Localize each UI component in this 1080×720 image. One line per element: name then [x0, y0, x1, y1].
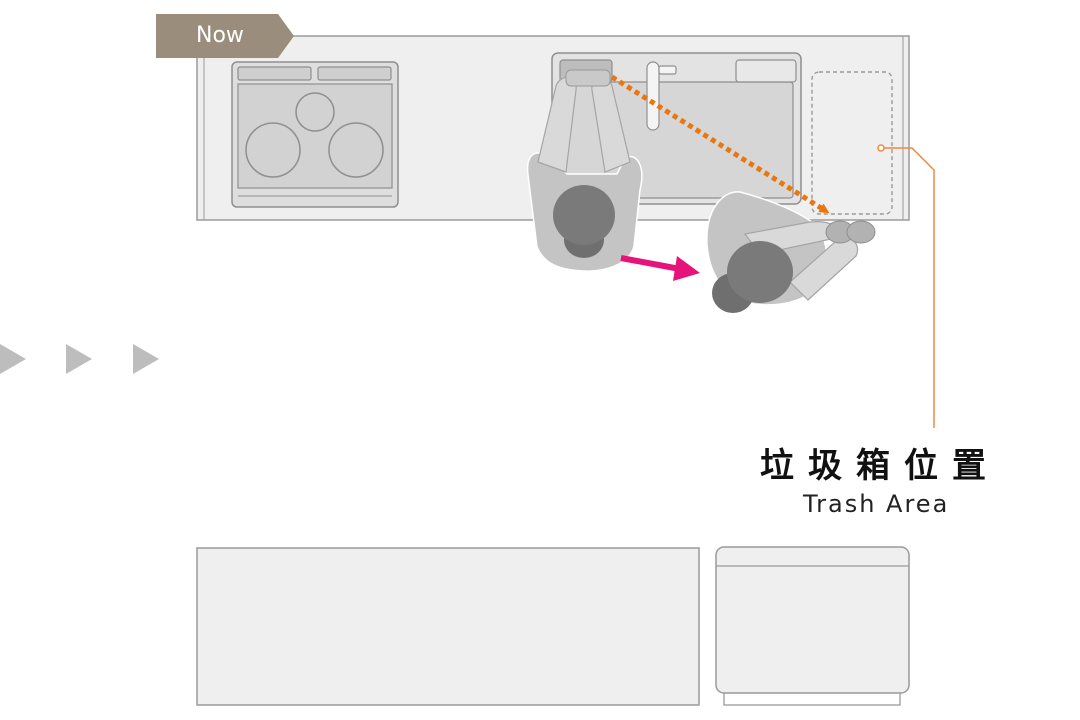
trash-area-title-en: Trash Area	[803, 490, 950, 518]
progress-arrows	[0, 344, 159, 374]
trash-area-outline	[811, 71, 893, 215]
burner	[328, 122, 384, 178]
now-badge-label: Now	[196, 23, 244, 48]
now-badge: Now	[156, 14, 294, 58]
person-at-sink	[526, 69, 643, 272]
burner	[245, 122, 301, 178]
rear-cabinet	[715, 546, 910, 706]
triangle-right-icon	[133, 344, 159, 374]
dotted-arrow-icon	[610, 74, 830, 214]
person-near-trash	[706, 191, 876, 313]
burner	[295, 92, 335, 132]
rear-counter	[196, 547, 700, 706]
triangle-right-icon	[0, 344, 26, 374]
arrow-right-icon	[620, 255, 700, 281]
triangle-right-icon	[66, 344, 92, 374]
trash-area-title-zh: 垃圾箱位置	[760, 446, 1000, 486]
faucet	[646, 61, 660, 131]
cooktop	[231, 61, 399, 208]
trash-leader-line	[877, 144, 935, 428]
